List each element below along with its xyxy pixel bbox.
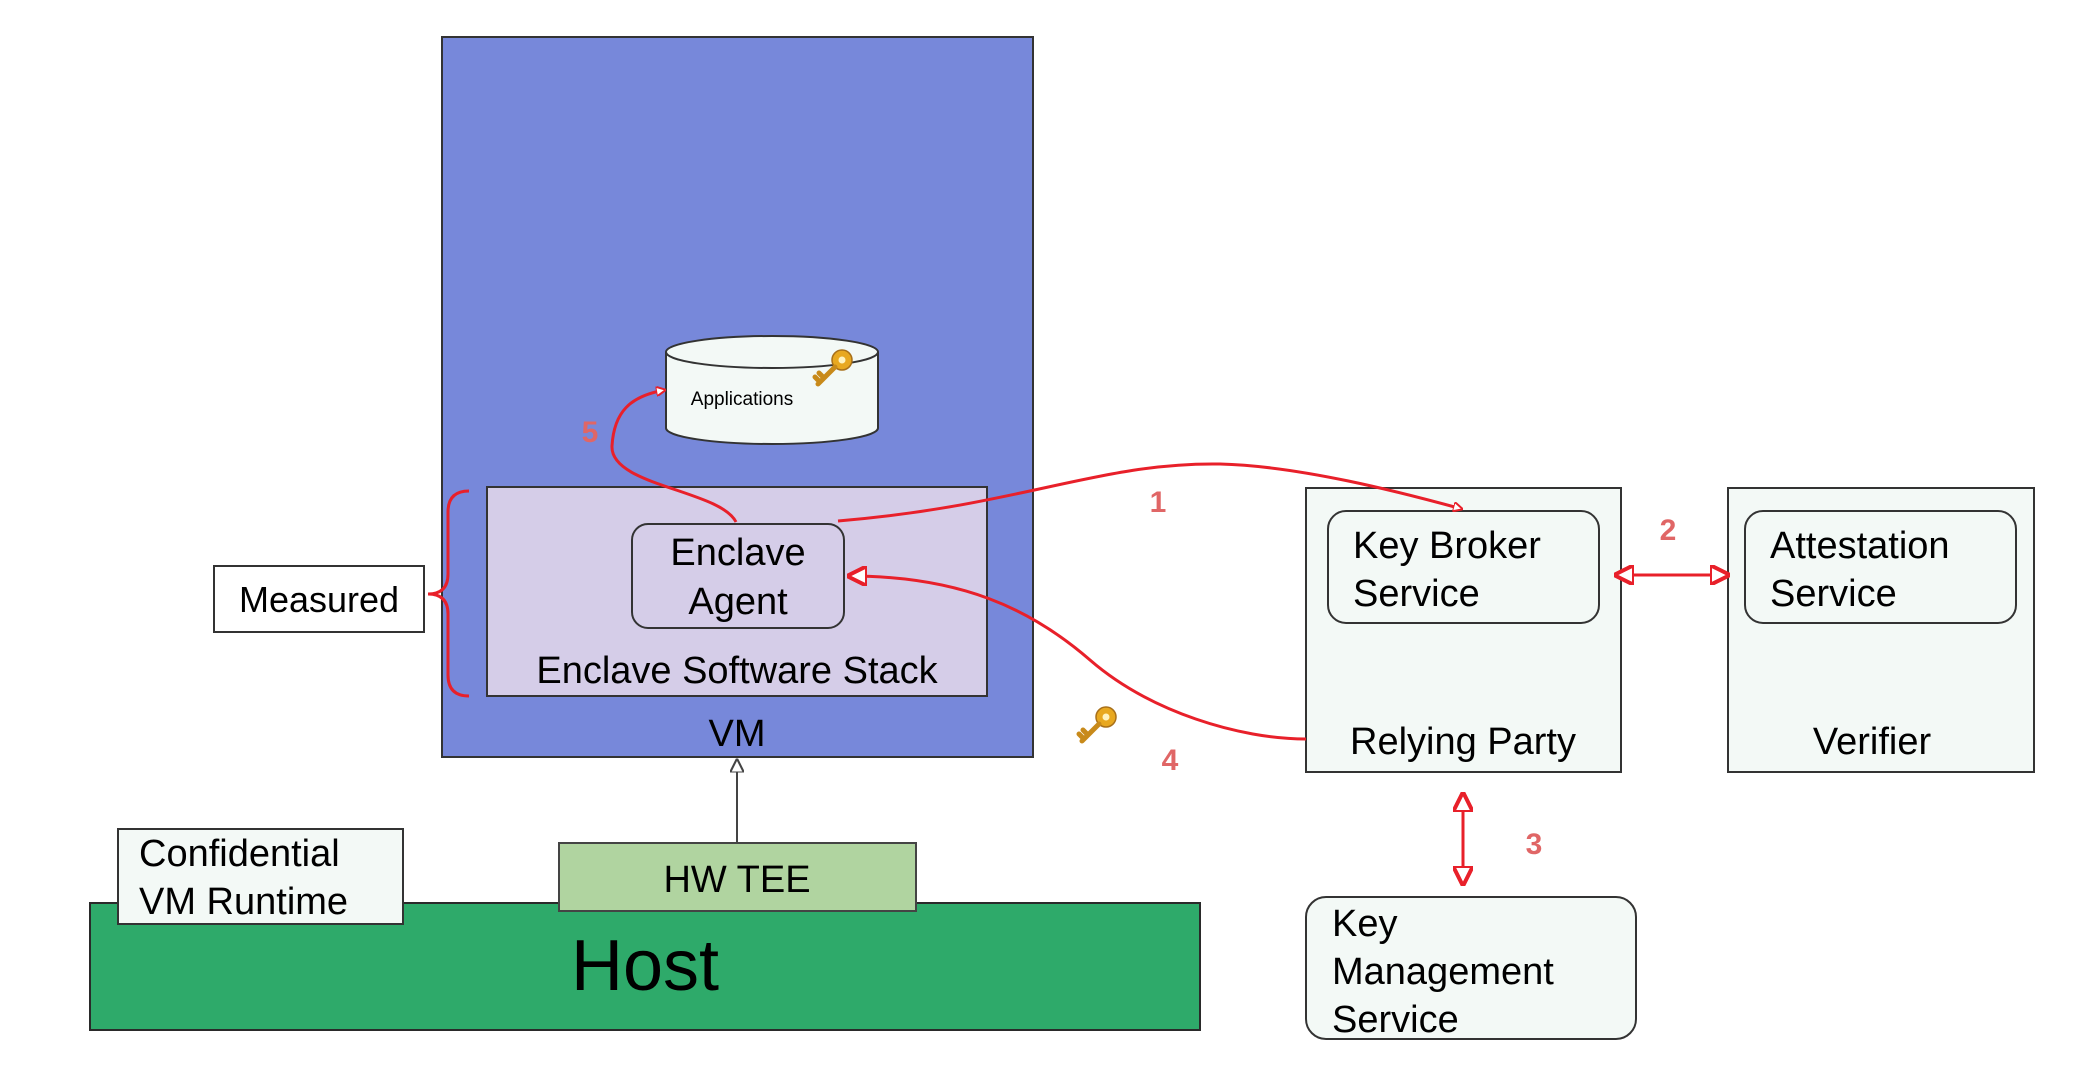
step-3-label: 3 — [1526, 828, 1543, 861]
attestation-service: Attestation Service — [1744, 510, 2017, 624]
kms-line2: Management — [1332, 951, 1554, 993]
hw-tee: HW TEE — [558, 842, 917, 912]
attestation-line1: Attestation — [1770, 525, 1950, 567]
enclave-agent: Enclave Agent — [631, 523, 845, 629]
measured-label: Measured — [239, 579, 399, 620]
verifier-label: Verifier — [1813, 721, 1932, 763]
kms-line1: Key — [1332, 903, 1397, 945]
agent-line2: Agent — [688, 581, 788, 623]
step-1-label: 1 — [1150, 486, 1167, 519]
relying-party-label: Relying Party — [1350, 721, 1576, 763]
step-4-label: 4 — [1162, 744, 1179, 777]
stack-label: Enclave Software Stack — [536, 650, 938, 692]
key-broker-service: Key Broker Service — [1327, 510, 1600, 624]
runtime-line2: VM Runtime — [139, 881, 348, 923]
hw-tee-label: HW TEE — [663, 859, 810, 901]
measured-annotation: Measured — [213, 489, 470, 698]
kbs-line2: Service — [1353, 573, 1480, 615]
host-label: Host — [571, 926, 719, 1006]
step-5-arrow — [610, 390, 738, 523]
vm-label: VM — [709, 713, 766, 755]
agent-line1: Enclave — [670, 532, 805, 574]
key-management-service: Key Management Service — [1305, 896, 1637, 1041]
step-1-arrow — [837, 462, 1462, 523]
step-4-arrow — [849, 576, 1307, 741]
step-2-label: 2 — [1660, 514, 1677, 547]
runtime-line1: Confidential — [139, 833, 340, 875]
key-icon — [1079, 707, 1116, 741]
kms-line3: Service — [1332, 999, 1459, 1041]
step-5-label: 5 — [582, 416, 599, 449]
verifier: Verifier Attestation Service — [1727, 487, 2035, 773]
applications-label: Applications — [691, 389, 793, 410]
attestation-line2: Service — [1770, 573, 1897, 615]
relying-party: Relying Party Key Broker Service — [1305, 487, 1622, 773]
confidential-vm-runtime: Confidential VM Runtime — [117, 828, 404, 925]
applications-store: Applications — [665, 335, 879, 445]
kbs-line1: Key Broker — [1353, 525, 1541, 567]
measured-brace — [427, 489, 470, 698]
